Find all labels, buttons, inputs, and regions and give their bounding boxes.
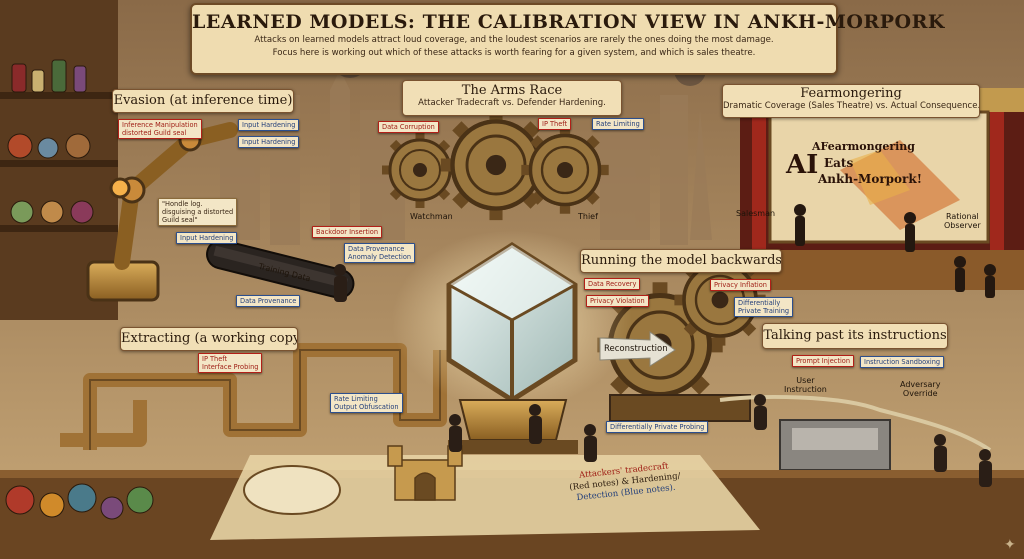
fearmongering-section-title: Fearmongering Dramatic Coverage (Sales T… (722, 84, 980, 118)
note-input-hardening-3: Input Hardening (176, 232, 238, 244)
note-data-provenance: Data Provenance (236, 295, 301, 307)
extracting-section-title: Extracting (a working copy) (120, 327, 298, 351)
running-backwards-heading: Running the model backwards (581, 253, 782, 268)
note-text: Prompt Injection (796, 357, 851, 365)
note-text: Input Hardening (242, 138, 296, 146)
poster-city: Ankh-Morpork! (818, 172, 922, 186)
note-data-provenance-anomaly: Data Provenance Anomaly Detection (344, 243, 416, 263)
talking-past-heading: Talking past its instructions (763, 328, 947, 343)
note-differentially-private-probing: Differentially Private Probing (606, 421, 709, 433)
note-text: Data Provenance (348, 245, 405, 253)
note-ip-theft-probing: IP Theft Interface Probing (198, 353, 263, 373)
observer-label: Rational Observer (944, 212, 981, 230)
note-text: Output Obfuscation (334, 403, 399, 411)
note-input-hardening-2: Input Hardening (238, 136, 300, 148)
page-subtitle-line-2: Focus here is working out which of these… (272, 48, 756, 58)
note-input-hardening-1: Input Hardening (238, 119, 300, 131)
poster-ai: AI (786, 150, 819, 180)
note-rate-limiting: Rate Limiting (592, 118, 644, 130)
note-text: disguising a distorted (162, 208, 234, 216)
arms-race-subtitle: Attacker Tradecraft vs. Defender Hardeni… (418, 98, 606, 108)
reconstruction-label: Reconstruction (604, 344, 668, 354)
adversary-override-label: Adversary Override (900, 380, 940, 398)
note-text: Rate Limiting (596, 120, 640, 128)
note-data-recovery: Data Recovery (584, 278, 641, 290)
note-text: Instruction Sandboxing (864, 358, 941, 366)
sparkle-icon: ✦ (1004, 537, 1016, 553)
note-text: Differentially (738, 299, 781, 307)
adversary-label-line: Adversary (900, 380, 941, 389)
note-text: IP Theft (542, 120, 568, 128)
user-instruction-label: User Instruction (784, 376, 827, 394)
watchman-label: Watchman (410, 212, 453, 221)
evasion-heading: Evasion (at inference time) (113, 93, 293, 108)
note-text: Backdoor Insertion (316, 228, 379, 236)
talking-past-section-title: Talking past its instructions (762, 323, 948, 349)
note-inference-manipulation: Inference Manipulation distorted Guild s… (118, 119, 202, 139)
poster-headline-top: AFearmongering (812, 140, 915, 153)
arms-race-section-title: The Arms Race Attacker Tradecraft vs. De… (402, 80, 622, 116)
fearmongering-heading: Fearmongering (800, 86, 902, 101)
extracting-heading: Extracting (a working copy) (121, 331, 298, 346)
salesman-label: Salesman (736, 209, 776, 218)
note-text: Data Corruption (382, 123, 435, 131)
note-text: Data Provenance (240, 297, 297, 305)
title-banner: LEARNED MODELS: THE CALIBRATION VIEW IN … (190, 3, 945, 75)
note-rate-limiting-obfuscation: Rate Limiting Output Obfuscation (330, 393, 403, 413)
poster-eats: Eats (824, 156, 854, 170)
running-backwards-section-title: Running the model backwards (580, 249, 782, 273)
observer-label-line: Rational (945, 212, 979, 221)
note-text: Differentially Private Probing (610, 423, 705, 431)
note-privacy-inflation: Privacy Inflation (710, 279, 771, 291)
page-title: LEARNED MODELS: THE CALIBRATION VIEW IN … (192, 11, 945, 33)
user-label-line: Instruction (784, 385, 827, 394)
user-label-line: User (796, 376, 815, 385)
note-text: distorted Guild seal (122, 129, 187, 137)
arms-race-heading: The Arms Race (461, 83, 563, 98)
note-text: Inference Manipulation (122, 121, 198, 129)
note-instruction-sandboxing: Instruction Sandboxing (860, 356, 945, 368)
note-text: Interface Probing (202, 363, 259, 371)
evasion-section-title: Evasion (at inference time) (112, 89, 294, 113)
note-text: Input Hardening (242, 121, 296, 129)
note-text: Rate Limiting (334, 395, 378, 403)
note-prompt-injection: Prompt Injection (792, 355, 855, 367)
note-data-corruption: Data Corruption (378, 121, 439, 133)
observer-label-line: Observer (944, 221, 981, 230)
adversary-label-line: Override (902, 389, 938, 398)
note-text: Anomaly Detection (348, 253, 412, 261)
note-text: Guild seal" (162, 216, 198, 224)
note-text: Input Hardening (180, 234, 234, 242)
note-text: Data Recovery (588, 280, 637, 288)
thief-label: Thief (578, 212, 598, 221)
note-text: IP Theft (202, 355, 228, 363)
note-text: "Hondle log. (162, 200, 203, 208)
note-text: Privacy Inflation (714, 281, 767, 289)
note-differentially-private-training: Differentially Private Training (734, 297, 794, 317)
page-subtitle-line-1: Attacks on learned models attract loud c… (254, 35, 774, 45)
note-text: Private Training (738, 307, 790, 315)
note-backdoor-insertion: Backdoor Insertion (312, 226, 383, 238)
note-ip-theft: IP Theft (538, 118, 572, 130)
note-privacy-violation: Privacy Violation (586, 295, 649, 307)
note-text: Privacy Violation (590, 297, 645, 305)
paper-note-seal: "Hondle log. disguising a distorted Guil… (158, 198, 238, 226)
fearmongering-subtitle: Dramatic Coverage (Sales Theatre) vs. Ac… (723, 101, 980, 111)
